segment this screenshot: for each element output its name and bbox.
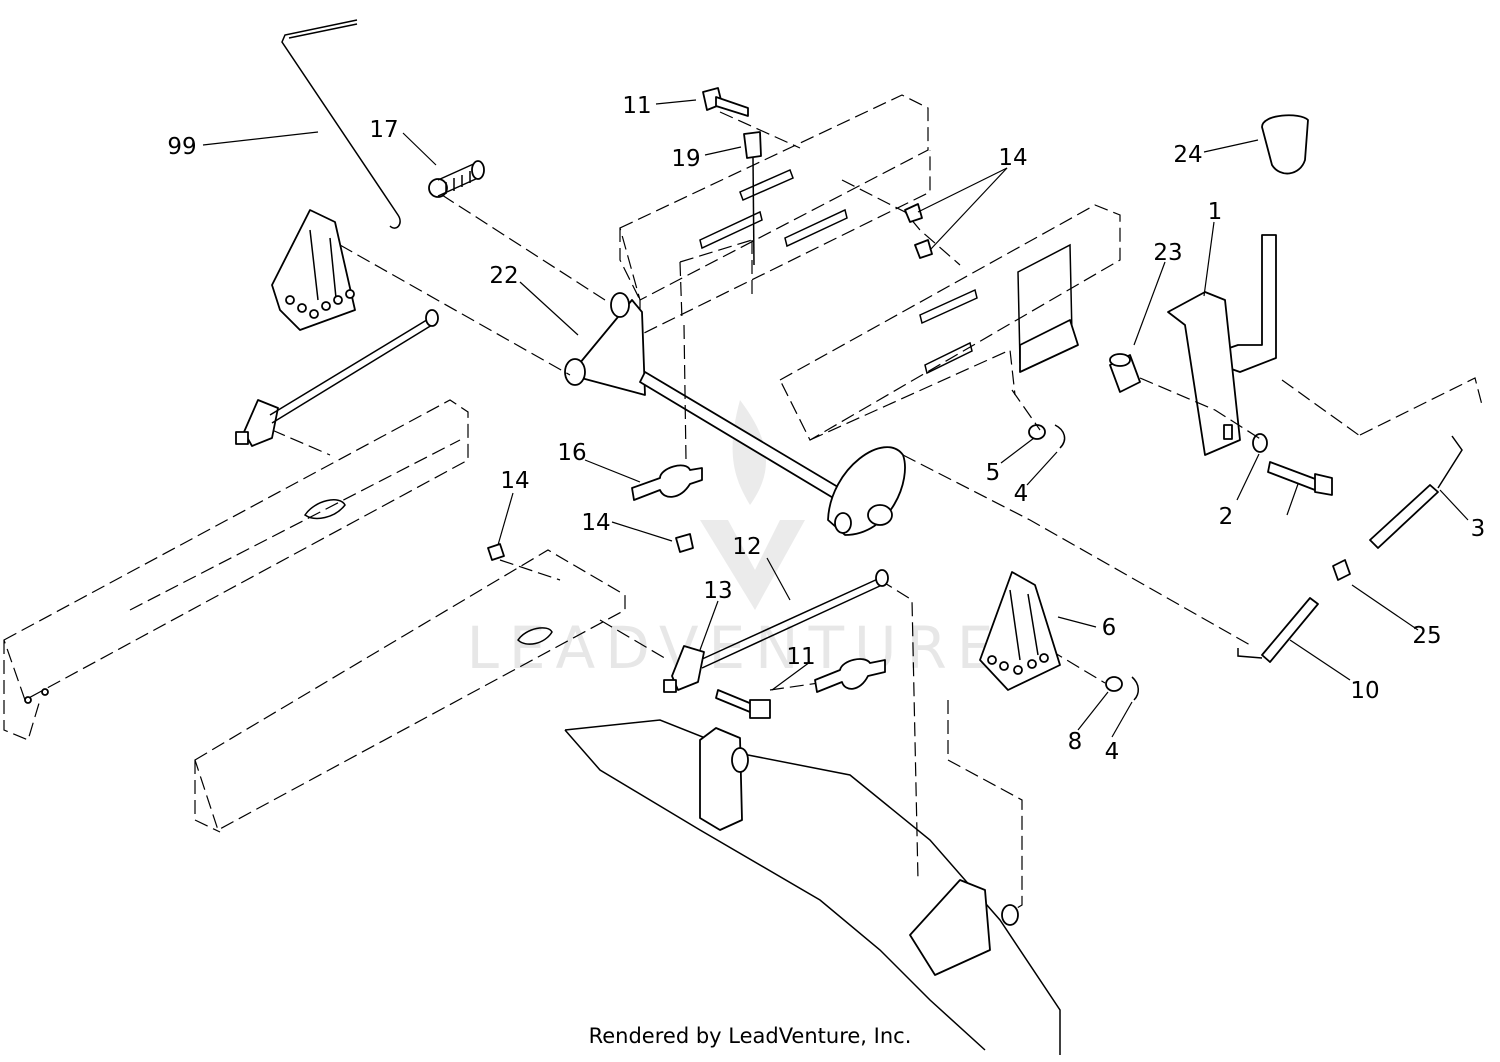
bolt-11-lower: [715, 689, 771, 719]
right-side-rail: [194, 549, 626, 833]
upper-frame-channel: [619, 94, 931, 336]
rod-3: [1369, 435, 1463, 549]
leader-lines: [202, 99, 1469, 738]
callout-4: 4: [1014, 481, 1029, 507]
callout-11: 11: [622, 93, 651, 119]
callout-13: 13: [703, 578, 732, 604]
nut-14-d: [675, 533, 694, 553]
callout-99: 99: [167, 134, 196, 160]
callout-2: 2: [1219, 504, 1234, 530]
callout-8: 8: [1068, 729, 1083, 755]
callout-11-b: 11: [786, 644, 815, 670]
nut-14-a: [904, 203, 923, 223]
mower-deck: [564, 719, 1061, 1055]
callout-16: 16: [557, 440, 586, 466]
bolt-2: [1267, 461, 1333, 496]
bushing-23: [1109, 353, 1141, 393]
callout-19: 19: [671, 146, 700, 172]
lift-shaft-22: [564, 292, 906, 536]
callout-25: 25: [1412, 623, 1441, 649]
callout-17: 17: [369, 117, 398, 143]
watermark-text: LEADVENTURE: [467, 614, 1004, 682]
left-side-rail: [3, 399, 469, 741]
bolt-19: [743, 131, 762, 266]
callout-12: 12: [732, 534, 761, 560]
callout-10: 10: [1350, 678, 1379, 704]
nut-25: [1332, 559, 1351, 581]
clamp-16: [631, 464, 703, 501]
callout-3: 3: [1471, 516, 1486, 542]
clamp-lower: [814, 658, 886, 693]
callout-23: 23: [1153, 240, 1182, 266]
callout-24: 24: [1173, 142, 1202, 168]
washer-8: [1105, 676, 1123, 692]
callout-22: 22: [489, 263, 518, 289]
washer-5-right: [1252, 433, 1268, 453]
callout-4-b: 4: [1105, 739, 1120, 765]
callout-labels: 99 17 11 19 14 24 1 22 23 5 4 2 3 16 14 …: [167, 93, 1485, 765]
callout-1: 1: [1208, 199, 1223, 225]
trunnion-rod-upper: [235, 309, 439, 447]
height-bracket-6: [979, 571, 1061, 691]
footer-credit: Rendered by LeadVenture, Inc.: [588, 1024, 912, 1048]
knob-24: [1261, 114, 1309, 175]
assembly-lines: [271, 111, 1483, 916]
rod-10: [1237, 597, 1319, 663]
callout-14-c: 14: [500, 468, 529, 494]
nut-14-b: [914, 239, 933, 259]
nut-14-c: [487, 543, 505, 561]
clip-4-upper: [1054, 424, 1066, 449]
trunnion-13: [663, 645, 705, 693]
lift-rod-99: [281, 19, 401, 229]
callout-6: 6: [1102, 615, 1117, 641]
rod-12: [699, 569, 889, 669]
watermark: LEADVENTURE: [467, 400, 1004, 682]
callout-14: 14: [998, 145, 1027, 171]
washer-5-left: [1028, 424, 1046, 440]
height-bracket-upper: [271, 209, 356, 331]
right-frame-channel: [779, 204, 1121, 441]
callout-5: 5: [986, 460, 1001, 486]
callout-14-b: 14: [581, 510, 610, 536]
spring-17: [428, 160, 485, 198]
clip-4-lower: [1131, 676, 1139, 701]
lever-1: [1167, 234, 1277, 456]
bolt-11-upper: [702, 87, 749, 117]
